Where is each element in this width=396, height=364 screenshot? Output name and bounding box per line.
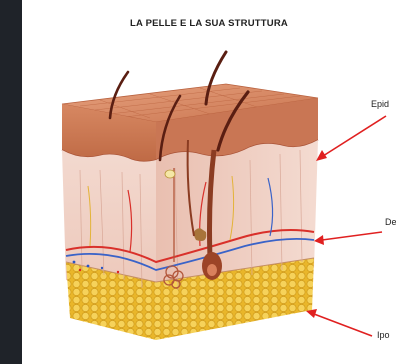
- label-derma: De: [385, 217, 396, 227]
- pointer-arrows: [306, 116, 386, 336]
- sebaceous-gland: [165, 170, 175, 178]
- label-epidermide: Epid: [371, 99, 389, 109]
- label-ipoderma: Ipo: [377, 330, 390, 340]
